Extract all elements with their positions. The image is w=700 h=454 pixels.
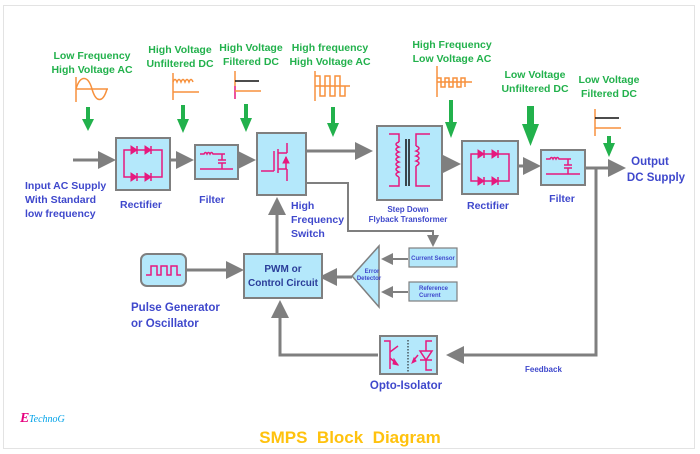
- transformer-icon: [389, 133, 430, 187]
- reference-current-block: Reference Current: [408, 281, 458, 302]
- annotation-hv-filtered-dc: High Voltage Filtered DC: [219, 42, 283, 132]
- annotation-hv-unfiltered-dc: High Voltage Unfiltered DC: [146, 44, 214, 133]
- reference-label-line2: Current: [419, 293, 441, 299]
- annotation-line2: Unfiltered DC: [501, 83, 569, 95]
- filter-label: Filter: [549, 193, 575, 205]
- down-arrow-icon: [522, 106, 539, 146]
- input-label-line2: With Standard: [25, 194, 96, 206]
- annotation-low-freq-hv-ac: Low Frequency High Voltage AC: [51, 50, 133, 131]
- switch-label-line1: High: [291, 200, 314, 212]
- annotation-line2: Filtered DC: [581, 88, 637, 100]
- annotation-lv-unfiltered-dc: Low Voltage Unfiltered DC: [501, 69, 569, 146]
- opto-to-pwm-line: [271, 300, 378, 357]
- down-arrow-icon: [445, 100, 457, 138]
- transformer-label-line1: Step Down: [387, 205, 428, 214]
- annotation-line1: High Voltage: [148, 44, 212, 56]
- lc-filter-icon: [200, 151, 233, 170]
- reference-label-line1: Reference: [419, 286, 449, 292]
- pwm-control-block: PWM or Control Circuit: [243, 253, 323, 299]
- error-detector-label-line2: Detector: [357, 276, 382, 282]
- rectifier-label: Rectifier: [120, 199, 162, 211]
- flat-dc-icon: [594, 109, 621, 136]
- logo-text: TechnoG: [29, 414, 65, 425]
- opto-isolator-label: Opto-Isolator: [370, 380, 443, 392]
- flyback-transformer-block: Step Down Flyback Transformer: [369, 125, 448, 224]
- filter-label: Filter: [199, 194, 225, 206]
- etechnog-logo: E TechnoG: [19, 411, 65, 426]
- filter-block-2: Filter: [540, 149, 586, 205]
- down-arrow-icon: [327, 107, 339, 137]
- opto-isolator-block: Opto-Isolator: [370, 335, 443, 392]
- logo-initial: E: [19, 411, 29, 426]
- annotation-line1: Low Frequency: [53, 50, 130, 62]
- feedback-line: [446, 168, 598, 364]
- lc-filter-icon: [546, 156, 580, 175]
- rectifier-block-2: Rectifier: [461, 140, 519, 212]
- annotation-line1: High Voltage: [219, 42, 283, 54]
- annotation-line1: Low Voltage: [578, 74, 639, 86]
- annotation-line2: High Voltage AC: [289, 56, 371, 68]
- annotation-line2: Filtered DC: [223, 56, 279, 68]
- down-arrow-icon: [177, 105, 189, 133]
- bridge-rectifier-icon: [470, 149, 510, 186]
- current-sensor-block: Current Sensor: [408, 247, 458, 268]
- pulse-train-icon: [146, 265, 181, 276]
- pulse-generator-label-line1: Pulse Generator: [131, 302, 220, 314]
- pwm-label-line2: Control Circuit: [248, 278, 319, 289]
- current-sensor-label: Current Sensor: [411, 256, 455, 262]
- led-icon: [411, 340, 434, 371]
- switch-to-current-sensor-line: [306, 182, 439, 247]
- rectifier-block-1: Rectifier: [115, 137, 171, 211]
- annotation-line1: High Frequency: [412, 39, 492, 51]
- down-arrow-icon: [82, 107, 94, 131]
- phototransistor-icon: [384, 340, 400, 369]
- output-label-line2: DC Supply: [627, 172, 686, 184]
- diagram-title: SMPS Block Diagram: [259, 428, 440, 447]
- down-arrow-icon: [240, 104, 252, 132]
- annotation-line1: High frequency: [292, 42, 369, 54]
- pulse-generator-label-line2: or Oscillator: [131, 318, 199, 330]
- output-label-line1: Output: [631, 156, 669, 168]
- input-label-line1: Input AC Supply: [25, 180, 106, 192]
- input-supply-label: Input AC Supply With Standard low freque…: [25, 180, 106, 220]
- diagram-frame: [3, 5, 695, 449]
- error-detector-block: Error Detector: [350, 244, 382, 310]
- input-label-line3: low frequency: [25, 208, 96, 220]
- annotation-line2: High Voltage AC: [51, 64, 133, 76]
- switch-label-line3: Switch: [291, 228, 325, 240]
- output-supply-label: Output DC Supply: [627, 156, 686, 184]
- annotation-line1: Low Voltage: [504, 69, 565, 81]
- flat-dc-icon: [234, 71, 261, 99]
- down-arrow-icon: [603, 136, 615, 157]
- pulse-generator-block: Pulse Generator or Oscillator: [131, 253, 220, 330]
- error-detector-label-line1: Error: [365, 269, 380, 275]
- high-frequency-switch-block: High Frequency Switch: [256, 132, 344, 240]
- sine-wave-icon: [75, 77, 108, 102]
- feedback-label: Feedback: [525, 365, 562, 374]
- rectified-ripple-icon: [172, 73, 199, 100]
- mosfet-icon: [261, 143, 290, 181]
- transformer-label-line2: Flyback Transformer: [369, 215, 448, 224]
- filter-block-1: Filter: [194, 144, 239, 206]
- annotation-lv-filtered-dc: Low Voltage Filtered DC: [578, 74, 640, 157]
- annotation-hf-lv-ac: High Frequency Low Voltage AC: [412, 39, 492, 138]
- pwm-label-line1: PWM or: [264, 264, 301, 275]
- annotation-line2: Low Voltage AC: [413, 53, 492, 65]
- square-wave-icon: [314, 71, 350, 101]
- annotation-hf-hv-ac: High frequency High Voltage AC: [289, 42, 371, 137]
- bridge-rectifier-icon: [123, 145, 163, 182]
- square-wave-icon: [436, 66, 472, 97]
- rectifier-label: Rectifier: [467, 200, 509, 212]
- annotation-line2: Unfiltered DC: [146, 58, 214, 70]
- switch-label-line2: Frequency: [291, 214, 344, 226]
